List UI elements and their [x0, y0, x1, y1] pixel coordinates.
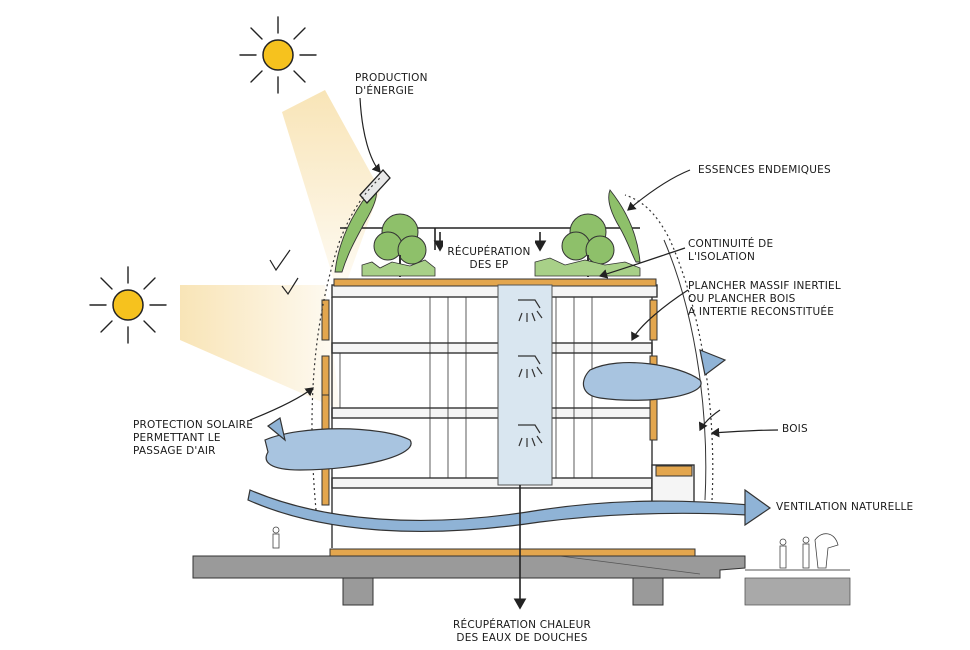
roof-vegetation [361, 259, 436, 277]
sun-icon [239, 16, 317, 94]
climbing-plant-right [608, 189, 641, 263]
label-ventilation: VENTILATION NATURELLE [776, 501, 914, 513]
label-protection: PROTECTION SOLAIRE PERMETTANT LE PASSAGE… [133, 419, 254, 457]
tree-icon [373, 213, 427, 277]
sun-beam-upper [282, 90, 380, 300]
solar-panel [359, 169, 391, 204]
check-marks [269, 249, 299, 296]
sun-beam-lower [180, 285, 340, 410]
people-silhouettes [272, 526, 839, 569]
foundation-wood-slab [329, 548, 696, 557]
label-recup-chaleur: RÉCUPÉRATION CHALEUR DES EAUX DE DOUCHES [453, 619, 591, 644]
leader-lines [249, 97, 779, 438]
label-continuite: CONTINUITÉ DE L'ISOLATION [688, 238, 774, 263]
label-bois: BOIS [782, 423, 808, 435]
ventilation-flow [247, 349, 772, 533]
sun-icon [89, 266, 167, 344]
rain-water-roof [340, 227, 640, 275]
shower-shaft [497, 284, 553, 486]
ground-slab [192, 555, 851, 606]
tree-icon [561, 213, 615, 277]
roof-vegetation [534, 257, 641, 277]
label-essences: ESSENCES ENDEMIQUES [698, 164, 831, 176]
climbing-plant-left [334, 184, 377, 273]
label-recup-ep: RÉCUPÉRATION DES EP [447, 246, 531, 271]
shower-icon [518, 299, 543, 447]
label-plancher: PLANCHER MASSIF INERTIEL OU PLANCHER BOI… [688, 280, 841, 318]
label-production: PRODUCTION D'ÉNERGIE [355, 72, 428, 97]
